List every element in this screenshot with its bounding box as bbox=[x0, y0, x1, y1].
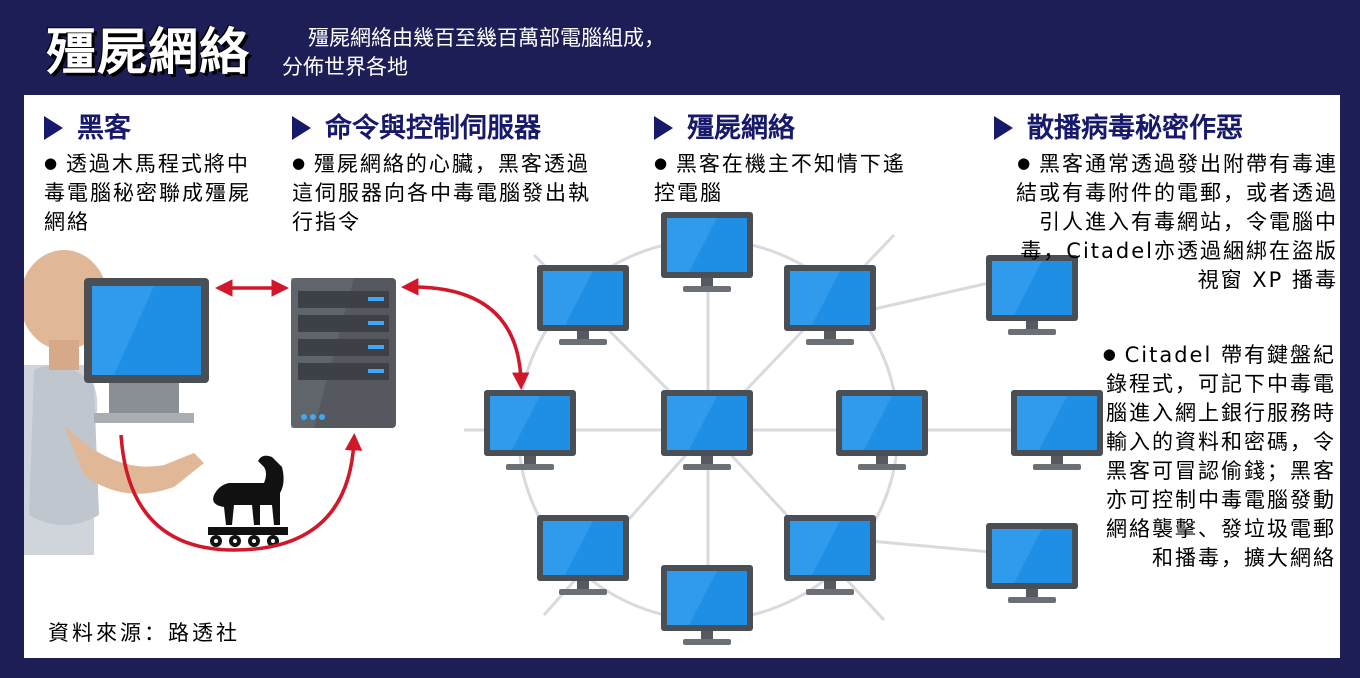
triangle-icon bbox=[44, 116, 63, 140]
monitor-icon bbox=[836, 390, 928, 470]
botnet-heading-label: 殭屍網絡 bbox=[687, 113, 795, 144]
monitor-icon bbox=[537, 515, 629, 595]
monitor-icon bbox=[661, 565, 753, 645]
hacker-text: 透過木馬程式將中毒電腦秘密聯成殭屍網絡 bbox=[44, 149, 254, 237]
spread-heading: 散播病毒秘密作惡 bbox=[994, 113, 1243, 145]
server-heading: 命令與控制伺服器 bbox=[292, 113, 541, 145]
source-credit: 資料來源：路透社 bbox=[48, 621, 240, 645]
spread-text-2: Citadel 帶有鍵盤紀錄程式，可記下中毒電腦進入網上銀行服務時輸入的資料和密… bbox=[1084, 340, 1336, 573]
command-arrows bbox=[119, 278, 530, 552]
server-text: 殭屍網絡的心臟，黑客透過這伺服器向各中毒電腦發出執行指令 bbox=[292, 149, 592, 237]
page-title: 殭屍網絡 bbox=[46, 22, 250, 81]
diagram-panel: 黑客 透過木馬程式將中毒電腦秘密聯成殭屍網絡 命令與控制伺服器 殭屍網絡的心臟，… bbox=[24, 95, 1340, 658]
monitor-icon bbox=[784, 515, 876, 595]
hacker-heading: 黑客 bbox=[44, 113, 131, 145]
monitor-icon bbox=[986, 523, 1078, 603]
trojan-horse bbox=[208, 455, 288, 547]
hacker-figure bbox=[24, 250, 204, 555]
server-tower bbox=[291, 278, 396, 428]
spread-text-1: 黑客通常透過發出附帶有毒連結或有毒附件的電郵，或者透過引人進入有毒網站，令電腦中… bbox=[998, 149, 1338, 295]
botnet-text: 黑客在機主不知情下遙控電腦 bbox=[654, 149, 914, 208]
spread-heading-label: 散播病毒秘密作惡 bbox=[1027, 113, 1243, 144]
monitor-icon bbox=[661, 212, 753, 292]
hacker-monitor bbox=[84, 278, 209, 423]
hacker-heading-label: 黑客 bbox=[77, 113, 131, 144]
monitor-icon bbox=[661, 390, 753, 470]
triangle-icon bbox=[654, 116, 673, 140]
triangle-icon bbox=[994, 116, 1013, 140]
monitor-icon bbox=[537, 265, 629, 345]
diagram-graphics bbox=[24, 212, 1103, 645]
server-heading-label: 命令與控制伺服器 bbox=[325, 113, 541, 144]
botnet-heading: 殭屍網絡 bbox=[654, 113, 795, 145]
monitor-icon bbox=[784, 265, 876, 345]
intro-text: 殭屍網絡由幾百至幾百萬部電腦組成，分佈世界各地 bbox=[282, 26, 665, 79]
triangle-icon bbox=[292, 116, 311, 140]
monitor-icon bbox=[484, 390, 576, 470]
